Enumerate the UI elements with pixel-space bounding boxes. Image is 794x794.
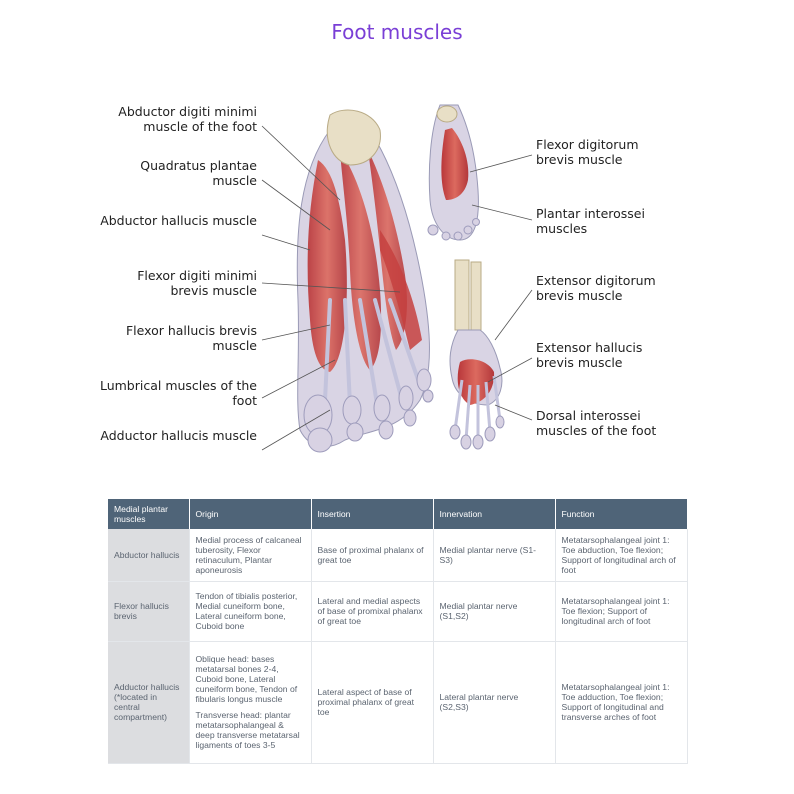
label-flexor-digitorum-brevis: Flexor digitorum brevis muscle xyxy=(536,137,639,167)
label-lumbrical-muscles: Lumbrical muscles of the foot xyxy=(99,378,257,408)
cell-origin: Tendon of tibialis posterior, Medial cun… xyxy=(189,581,312,642)
foot-illustration xyxy=(261,104,533,453)
plantar-foot-view xyxy=(296,109,434,453)
medial-plantar-muscles-table: Medial plantar muscles Origin Insertion … xyxy=(108,499,688,764)
label-quadratus-plantae: Quadratus plantae muscle xyxy=(140,158,257,188)
label-extensor-digitorum-brevis: Extensor digitorum brevis muscle xyxy=(536,273,656,303)
label-flexor-hallucis-brevis: Flexor hallucis brevis muscle xyxy=(125,323,257,353)
leader-lines xyxy=(261,125,533,451)
cell-insertion: Lateral aspect of base of proximal phala… xyxy=(311,641,434,764)
origin-transverse-head: Transverse head: plantar metatarsophalan… xyxy=(195,710,300,750)
table-header-row: Medial plantar muscles Origin Insertion … xyxy=(108,499,688,529)
label-adductor-hallucis: Adductor hallucis muscle xyxy=(100,428,257,443)
label-extensor-hallucis-brevis: Extensor hallucis brevis muscle xyxy=(536,340,643,370)
page-title: Foot muscles xyxy=(331,20,463,44)
header-insertion: Insertion xyxy=(311,499,434,529)
table-row: Adductor hallucis (*located in central c… xyxy=(108,641,688,764)
header-function: Function xyxy=(555,499,688,529)
dorsal-foot-view xyxy=(449,259,505,450)
cell-innervation: Medial plantar nerve (S1-S3) xyxy=(433,529,556,582)
label-abductor-hallucis: Abductor hallucis muscle xyxy=(100,213,257,228)
header-muscle-group: Medial plantar muscles xyxy=(108,499,190,529)
cell-muscle: Abductor hallucis xyxy=(108,529,190,582)
cell-muscle: Flexor hallucis brevis xyxy=(108,581,190,642)
cell-innervation: Lateral plantar nerve (S2,S3) xyxy=(433,641,556,764)
cell-function: Metatarsophalangeal joint 1: Toe adducti… xyxy=(555,641,688,764)
header-origin: Origin xyxy=(189,499,312,529)
cell-function: Metatarsophalangeal joint 1: Toe abducti… xyxy=(555,529,688,582)
label-abductor-digiti-minimi: Abductor digiti minimi muscle of the foo… xyxy=(118,104,257,134)
cell-innervation: Medial plantar nerve (S1,S2) xyxy=(433,581,556,642)
cell-insertion: Base of proximal phalanx of great toe xyxy=(311,529,434,582)
label-dorsal-interossei: Dorsal interossei muscles of the foot xyxy=(536,408,657,438)
header-innervation: Innervation xyxy=(433,499,556,529)
table-row: Abductor hallucis Medial process of calc… xyxy=(108,529,688,582)
cell-origin: Oblique head: bases metatarsal bones 2-4… xyxy=(189,641,312,764)
cell-function: Metatarsophalangeal joint 1: Toe flexion… xyxy=(555,581,688,642)
label-plantar-interossei: Plantar interossei muscles xyxy=(536,206,645,236)
origin-oblique-head: Oblique head: bases metatarsal bones 2-4… xyxy=(195,654,298,704)
table-row: Flexor hallucis brevis Tendon of tibiali… xyxy=(108,581,688,642)
cell-muscle: Adductor hallucis (*located in central c… xyxy=(108,641,190,764)
label-flexor-digiti-minimi-brevis: Flexor digiti minimi brevis muscle xyxy=(137,268,257,298)
cell-origin: Medial process of calcaneal tuberosity, … xyxy=(189,529,312,582)
cell-insertion: Lateral and medial aspects of base of pr… xyxy=(311,581,434,642)
plantar-foot-small-view xyxy=(427,104,480,241)
